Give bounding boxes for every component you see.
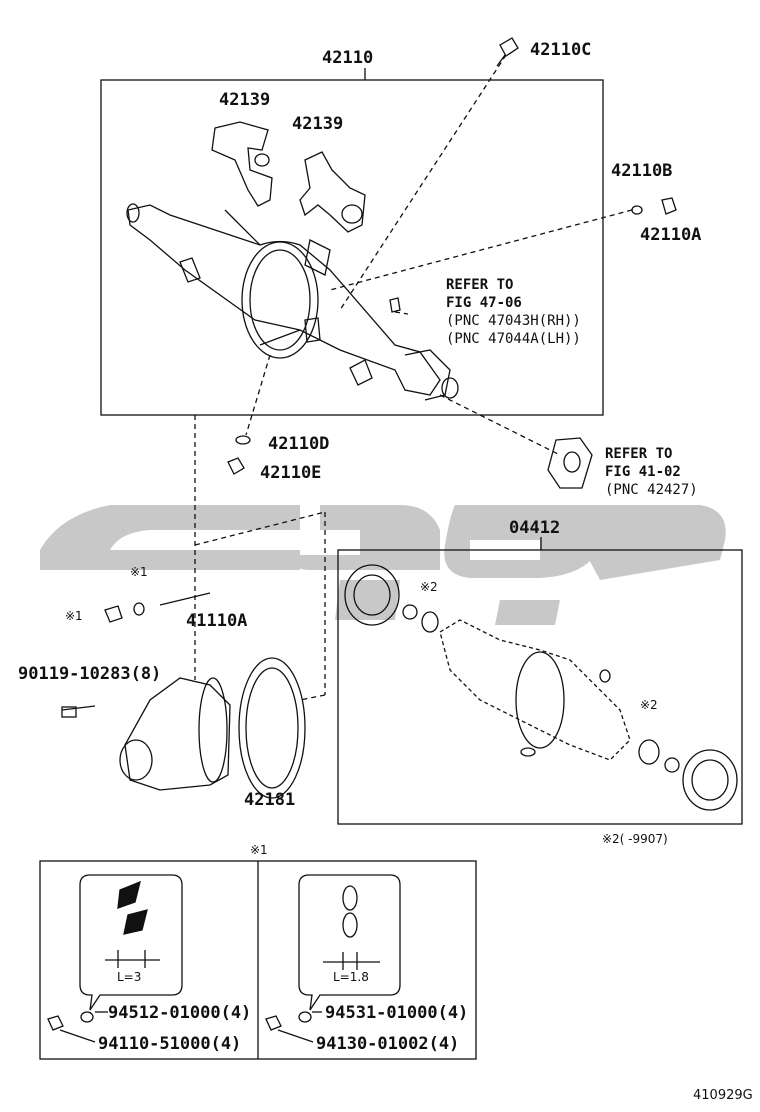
- label-94110: 94110-51000(4): [98, 1034, 242, 1054]
- label-42110c: 42110C: [530, 40, 592, 60]
- ref2-line1: REFER TO: [605, 446, 673, 462]
- ref2-line2: FIG 41-02: [605, 464, 681, 480]
- label-42139-b: 42139: [292, 114, 344, 134]
- label-90119: 90119-10283(8): [18, 664, 162, 684]
- label-42110b: 42110B: [611, 161, 673, 181]
- label-42110a: 42110A: [640, 225, 702, 245]
- figure-code: 410929G: [693, 1088, 753, 1103]
- dimension-left: L=3: [117, 970, 142, 984]
- reference-note-41-02: REFER TO FIG 41-02 (PNC 42427): [605, 445, 698, 499]
- label-41110a: 41110A: [186, 611, 248, 631]
- ref2-line3: (PNC 42427): [605, 482, 698, 498]
- mark-1-nut: ※1: [65, 609, 83, 623]
- dimension-right: L=1.8: [333, 970, 369, 984]
- watermark-logo: [40, 505, 726, 625]
- label-94512: 94512-01000(4): [108, 1003, 252, 1023]
- bracket-42139-b: [299, 151, 366, 233]
- ref1-line1: REFER TO: [446, 277, 514, 293]
- gasket-kit-drawing: [344, 564, 738, 811]
- label-94130: 94130-01002(4): [316, 1034, 460, 1054]
- label-04412: 04412: [509, 518, 561, 538]
- ref1-line2: FIG 47-06: [446, 295, 522, 311]
- bracket-42139-a: [211, 121, 273, 207]
- label-42110d: 42110D: [268, 434, 330, 454]
- gasket-kit-frame: [337, 549, 743, 825]
- axle-housing-frame: [100, 79, 604, 416]
- axle-housing-drawing: [126, 203, 459, 401]
- reference-note-47-06: REFER TO FIG 47-06 (PNC 47043H(RH)) (PNC…: [446, 276, 581, 348]
- gasket-42181-drawing: [238, 657, 306, 799]
- mark-2-lower: ※2: [640, 698, 658, 712]
- hardware-items: [227, 37, 677, 489]
- label-42110e: 42110E: [260, 463, 322, 483]
- mark-2-upper: ※2: [420, 580, 438, 594]
- detail-callouts: [47, 874, 401, 1043]
- mark-1-detail: ※1: [250, 843, 268, 857]
- differential-carrier-drawing: [61, 592, 231, 791]
- ref1-line4: (PNC 47044A(LH)): [446, 331, 581, 347]
- mark-1-washer: ※1: [130, 565, 148, 579]
- ref1-line3: (PNC 47043H(RH)): [446, 313, 581, 329]
- mark-2-date-note: ※2( -9907): [602, 832, 668, 846]
- dashed-leaders: [194, 54, 633, 701]
- label-42181: 42181: [244, 790, 296, 810]
- label-94531: 94531-01000(4): [325, 1003, 469, 1023]
- label-42110: 42110: [322, 48, 374, 68]
- label-42139-a: 42139: [219, 90, 271, 110]
